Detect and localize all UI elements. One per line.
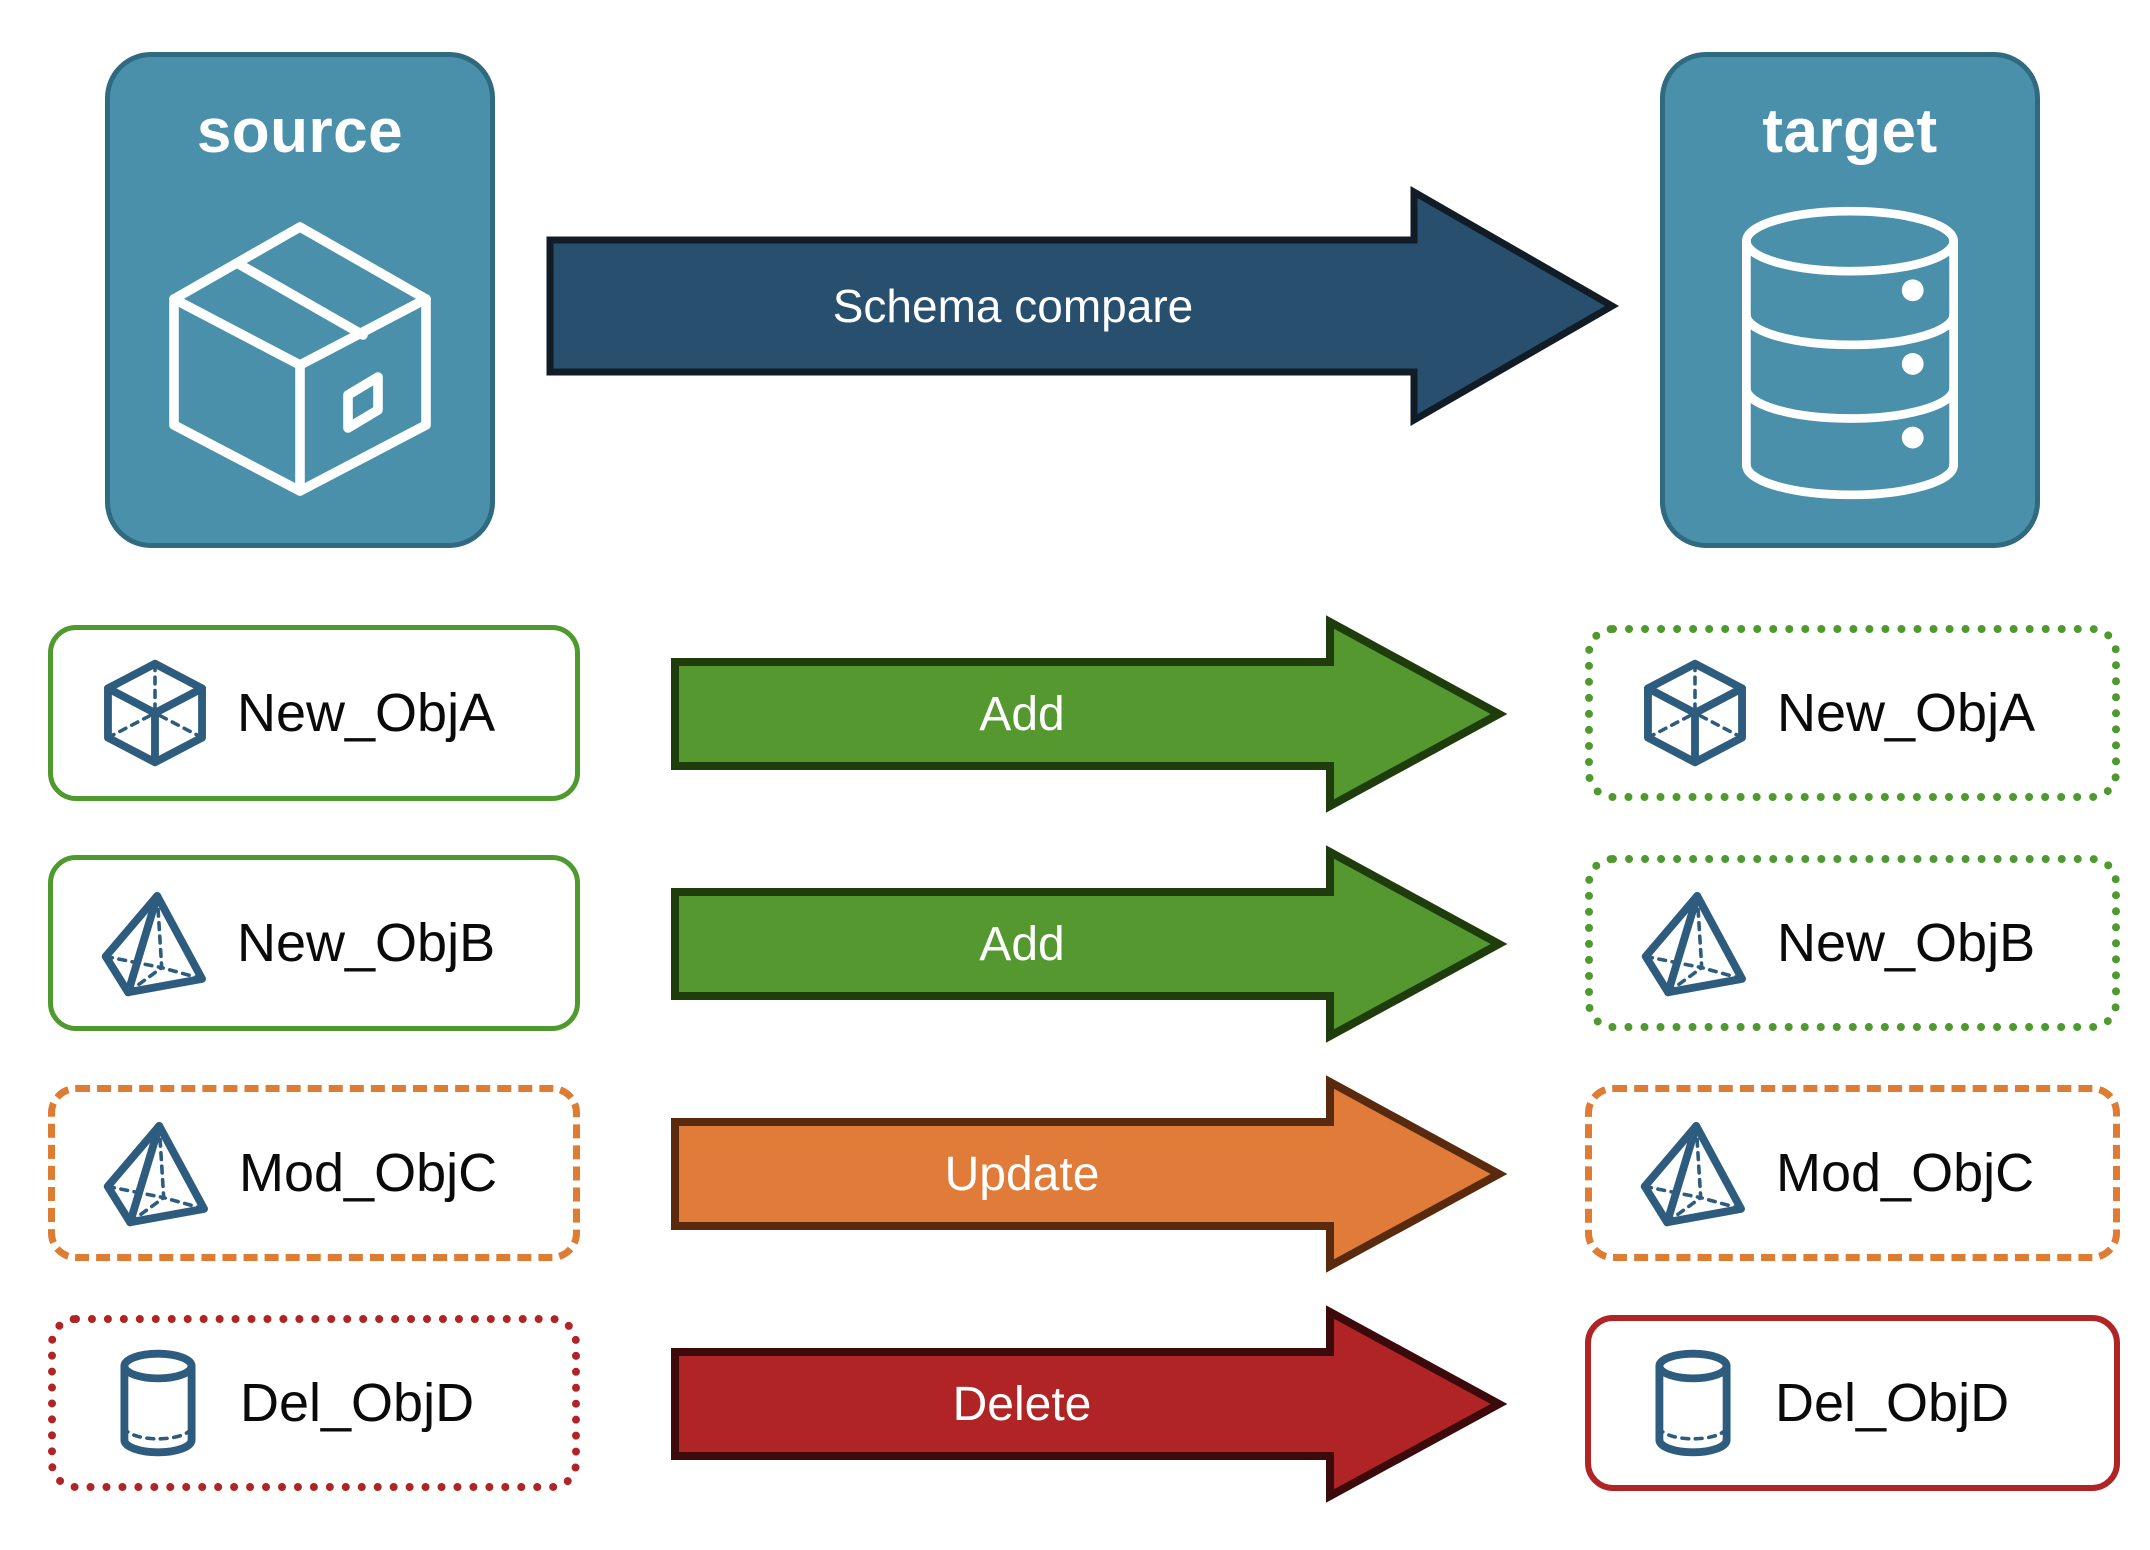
database-cylinder-icon [1665, 163, 2035, 543]
target-object-box[interactable]: Mod_ObjC [1585, 1085, 2120, 1261]
wireframe-pyramid-icon [1635, 883, 1755, 1003]
object-row: Del_ObjD Delete Del_ObjD [0, 1290, 2150, 1520]
source-title: source [196, 97, 404, 166]
object-row: New_ObjB Add New_ObjB [0, 830, 2150, 1060]
package-box-icon [110, 163, 490, 543]
source-object-box[interactable]: New_ObjA [48, 625, 580, 801]
target-object-box[interactable]: New_ObjA [1585, 625, 2120, 801]
target-object-label: Del_ObjD [1775, 1373, 2010, 1433]
target-title: target [1762, 97, 1938, 166]
right-arrow-icon [546, 185, 1620, 427]
action-arrow[interactable]: Update [671, 1075, 1508, 1273]
schema-compare-arrow[interactable]: Schema compare [546, 185, 1620, 427]
object-row: New_ObjA Add New_ObjA [0, 600, 2150, 830]
target-object-box[interactable]: Del_ObjD [1585, 1315, 2120, 1491]
wireframe-pyramid-icon [1634, 1113, 1754, 1233]
wireframe-cube-icon [95, 653, 215, 773]
source-object-label: New_ObjB [237, 913, 496, 973]
action-arrow[interactable]: Add [671, 615, 1508, 813]
wireframe-pyramid-icon [95, 883, 215, 1003]
source-object-box[interactable]: Mod_ObjC [48, 1085, 580, 1261]
source-object-box[interactable]: Del_ObjD [48, 1315, 580, 1491]
source-object-label: New_ObjA [237, 683, 496, 743]
wireframe-cube-icon [1635, 653, 1755, 773]
target-object-label: New_ObjB [1777, 913, 2036, 973]
source-object-label: Mod_ObjC [239, 1143, 498, 1203]
target-object-label: New_ObjA [1777, 683, 2036, 743]
right-arrow-icon [671, 615, 1508, 813]
object-row: Mod_ObjC Update Mod_ObjC [0, 1060, 2150, 1290]
action-arrow[interactable]: Delete [671, 1305, 1508, 1503]
right-arrow-icon [671, 845, 1508, 1043]
wireframe-cylinder-icon [1633, 1343, 1753, 1463]
source-object-label: Del_ObjD [240, 1373, 475, 1433]
target-object-label: Mod_ObjC [1776, 1143, 2035, 1203]
source-object-box[interactable]: New_ObjB [48, 855, 580, 1031]
wireframe-cylinder-icon [98, 1343, 218, 1463]
action-arrow[interactable]: Add [671, 845, 1508, 1043]
target-panel[interactable]: target [1660, 52, 2040, 548]
right-arrow-icon [671, 1075, 1508, 1273]
target-object-box[interactable]: New_ObjB [1585, 855, 2120, 1031]
wireframe-pyramid-icon [97, 1113, 217, 1233]
source-panel[interactable]: source [105, 52, 495, 548]
right-arrow-icon [671, 1305, 1508, 1503]
